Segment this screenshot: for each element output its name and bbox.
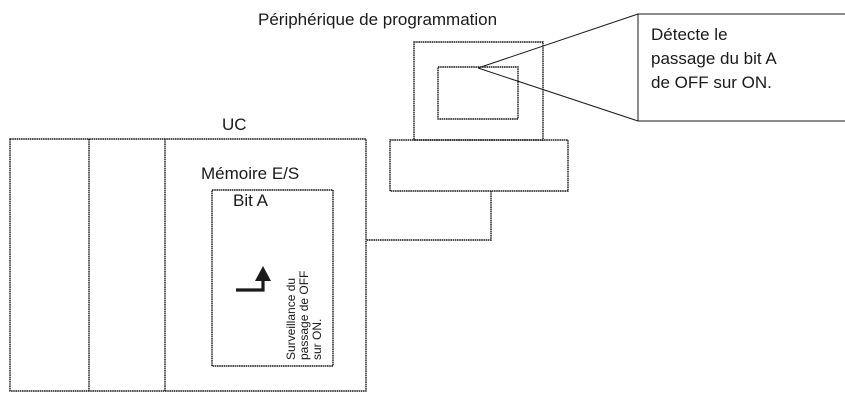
bit-a-memory-box bbox=[211, 189, 334, 367]
cpu-unit-frame bbox=[9, 138, 367, 392]
monitoring-line-1: Surveillance du bbox=[284, 277, 298, 360]
cpu-label: UC bbox=[222, 115, 247, 134]
callout-line-2: passage du bit A bbox=[651, 49, 777, 68]
callout-leader-top bbox=[477, 13, 639, 69]
keyboard-base bbox=[389, 139, 569, 192]
monitoring-line-2: passage de OFF bbox=[297, 270, 311, 360]
callout-leader-bottom bbox=[477, 67, 639, 122]
programming-device-label: Périphérique de programmation bbox=[258, 10, 498, 29]
connection-cable bbox=[366, 191, 492, 241]
callout-box-frame bbox=[637, 13, 845, 122]
monitoring-line-3: sur ON. bbox=[310, 318, 324, 360]
bit-a-label: Bit A bbox=[233, 191, 268, 210]
callout-line-1: Détecte le bbox=[651, 25, 728, 44]
transition-arrow-icon bbox=[236, 266, 271, 292]
monitor-screen bbox=[437, 66, 519, 120]
io-memory-label: Mémoire E/S bbox=[201, 164, 300, 183]
callout-line-3: de OFF sur ON. bbox=[651, 73, 772, 92]
monitor-outer-frame bbox=[413, 41, 544, 141]
